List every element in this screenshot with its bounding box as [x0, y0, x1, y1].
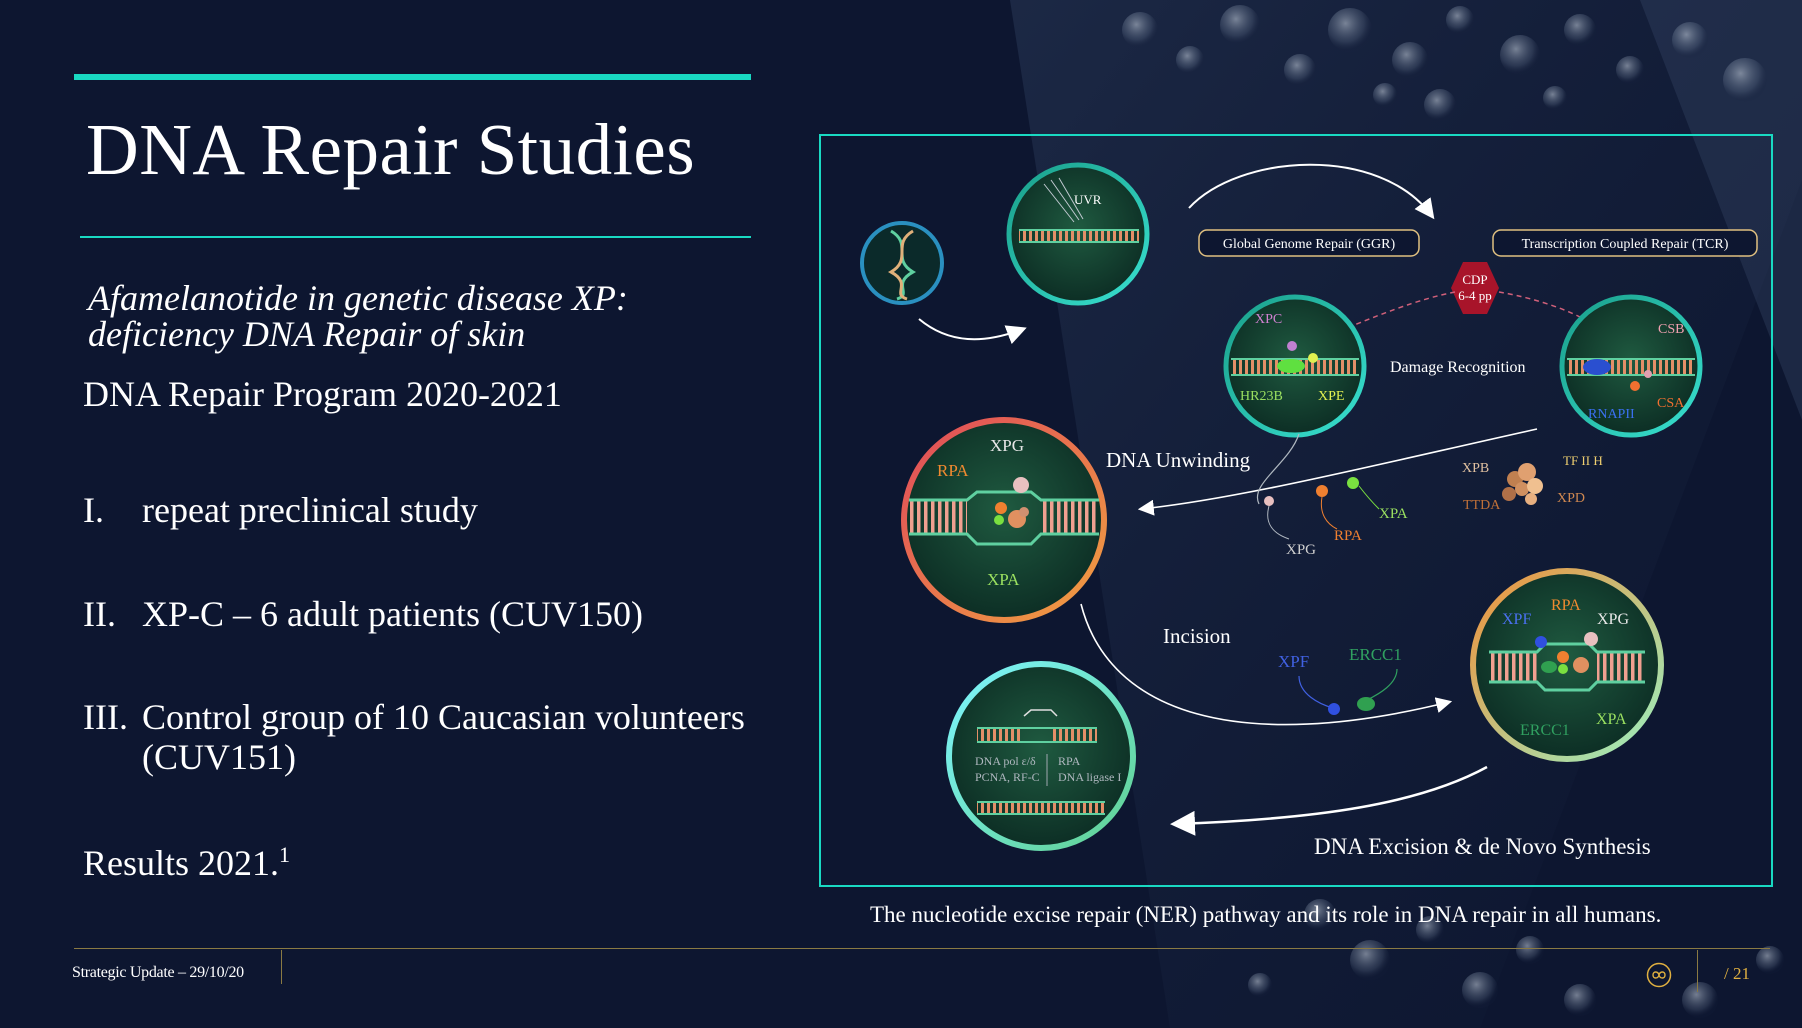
- tcr-label: Transcription Coupled Repair (TCR): [1522, 237, 1729, 252]
- free-xpf-label: XPF: [1278, 652, 1309, 671]
- pcna-label: PCNA, RF-C: [975, 770, 1040, 784]
- list-item-text: Control group of 10 Caucasian volunteers…: [142, 697, 745, 777]
- ggr-label-box: Global Genome Repair (GGR): [1198, 229, 1420, 257]
- footer-rule: [74, 948, 1770, 949]
- cdp-lesion-badge: CDP 6-4 pp: [1451, 262, 1499, 314]
- uvr-cell: UVR: [1006, 162, 1150, 306]
- rpa-label: RPA: [937, 461, 969, 480]
- cell-xpf-label: XPF: [1502, 611, 1531, 628]
- uvr-label: UVR: [1074, 192, 1102, 207]
- synthesis-cell: DNA pol ε/δ PCNA, RF-C RPA DNA ligase I: [946, 661, 1136, 851]
- list-item-number: III.: [83, 697, 128, 737]
- tfiih-label: TF II H: [1563, 453, 1603, 468]
- footer-text: Strategic Update – 29/10/20: [72, 964, 244, 981]
- ttda-label: TTDA: [1463, 498, 1501, 513]
- footnote-marker: 1: [279, 842, 291, 867]
- results-line: Results 2021.1: [83, 842, 290, 884]
- results-text: Results 2021.: [83, 843, 280, 883]
- pol-label: DNA pol ε/δ: [975, 754, 1036, 768]
- list-item-text: repeat preclinical study: [142, 490, 478, 530]
- tcr-label-box: Transcription Coupled Repair (TCR): [1492, 229, 1758, 257]
- footer-divider-right: [1697, 950, 1698, 992]
- synthesis-rpa-label: RPA: [1058, 754, 1081, 768]
- title-top-rule: [74, 74, 751, 80]
- ner-pathway-diagram: UVR Global Genome Repair (GGR) Transcrip…: [860, 162, 1758, 859]
- ligase-label: DNA ligase I: [1058, 770, 1121, 784]
- slide-title: DNA Repair Studies: [86, 109, 696, 190]
- free-xpa-label: XPA: [1379, 506, 1408, 522]
- cell-ercc1-label: ERCC1: [1520, 722, 1570, 739]
- list-item-number: II.: [83, 594, 116, 634]
- list-item-number: I.: [83, 490, 104, 530]
- dna-helix-icon: [860, 221, 944, 305]
- free-factors: XPG RPA XPA: [1264, 477, 1408, 558]
- infinity-logo-icon: [1646, 962, 1672, 988]
- ggr-recognition-cell: XPC HR23B XPE: [1223, 294, 1367, 438]
- figure-caption: The nucleotide excise repair (NER) pathw…: [870, 902, 1662, 927]
- footer-divider: [281, 950, 282, 984]
- xpc-label: XPC: [1255, 312, 1282, 327]
- free-ercc1-label: ERCC1: [1349, 645, 1402, 664]
- ggr-label: Global Genome Repair (GGR): [1223, 237, 1396, 252]
- title-bottom-rule: [80, 236, 751, 238]
- csa-label: CSA: [1657, 396, 1685, 411]
- cell-rpa-label: RPA: [1551, 597, 1581, 614]
- incision-cell: XPF RPA XPG XPA ERCC1: [1470, 568, 1664, 762]
- pp-label: 6-4 pp: [1458, 288, 1492, 303]
- cdp-label: CDP: [1462, 272, 1487, 287]
- hr23b-label: HR23B: [1240, 389, 1283, 404]
- incision-label: Incision: [1163, 624, 1231, 648]
- xpa-label: XPA: [987, 570, 1020, 589]
- tcr-recognition-cell: CSB CSA RNAPII: [1559, 294, 1703, 438]
- excision-synthesis-label: DNA Excision & de Novo Synthesis: [1314, 834, 1651, 859]
- cell-xpg-label: XPG: [1597, 611, 1629, 628]
- free-xpg-label: XPG: [1286, 542, 1316, 558]
- free-rpa-label: RPA: [1334, 528, 1362, 544]
- ner-pathway-figure-frame: [819, 134, 1773, 887]
- xpb-label: XPB: [1462, 461, 1489, 476]
- program-heading: DNA Repair Program 2020-2021: [83, 374, 562, 414]
- incision-factors: XPF ERCC1: [1278, 645, 1402, 715]
- xpd-label: XPD: [1557, 491, 1585, 506]
- unwinding-cell: XPG RPA XPA: [901, 417, 1107, 623]
- dna-unwinding-label: DNA Unwinding: [1106, 448, 1251, 472]
- page-number: / 21: [1724, 964, 1750, 983]
- rnapii-label: RNAPII: [1588, 407, 1635, 422]
- damage-recognition-label: Damage Recognition: [1390, 359, 1526, 376]
- xpe-label: XPE: [1318, 389, 1344, 404]
- list-item-text: XP-C – 6 adult patients (CUV150): [142, 594, 643, 634]
- xpg-label: XPG: [990, 436, 1024, 455]
- csb-label: CSB: [1658, 322, 1684, 337]
- cell-xpa-label: XPA: [1596, 711, 1627, 728]
- tfiih-complex: XPB TF II H TTDA XPD: [1462, 453, 1603, 513]
- slide-subtitle: Afamelanotide in genetic disease XP: def…: [88, 278, 628, 354]
